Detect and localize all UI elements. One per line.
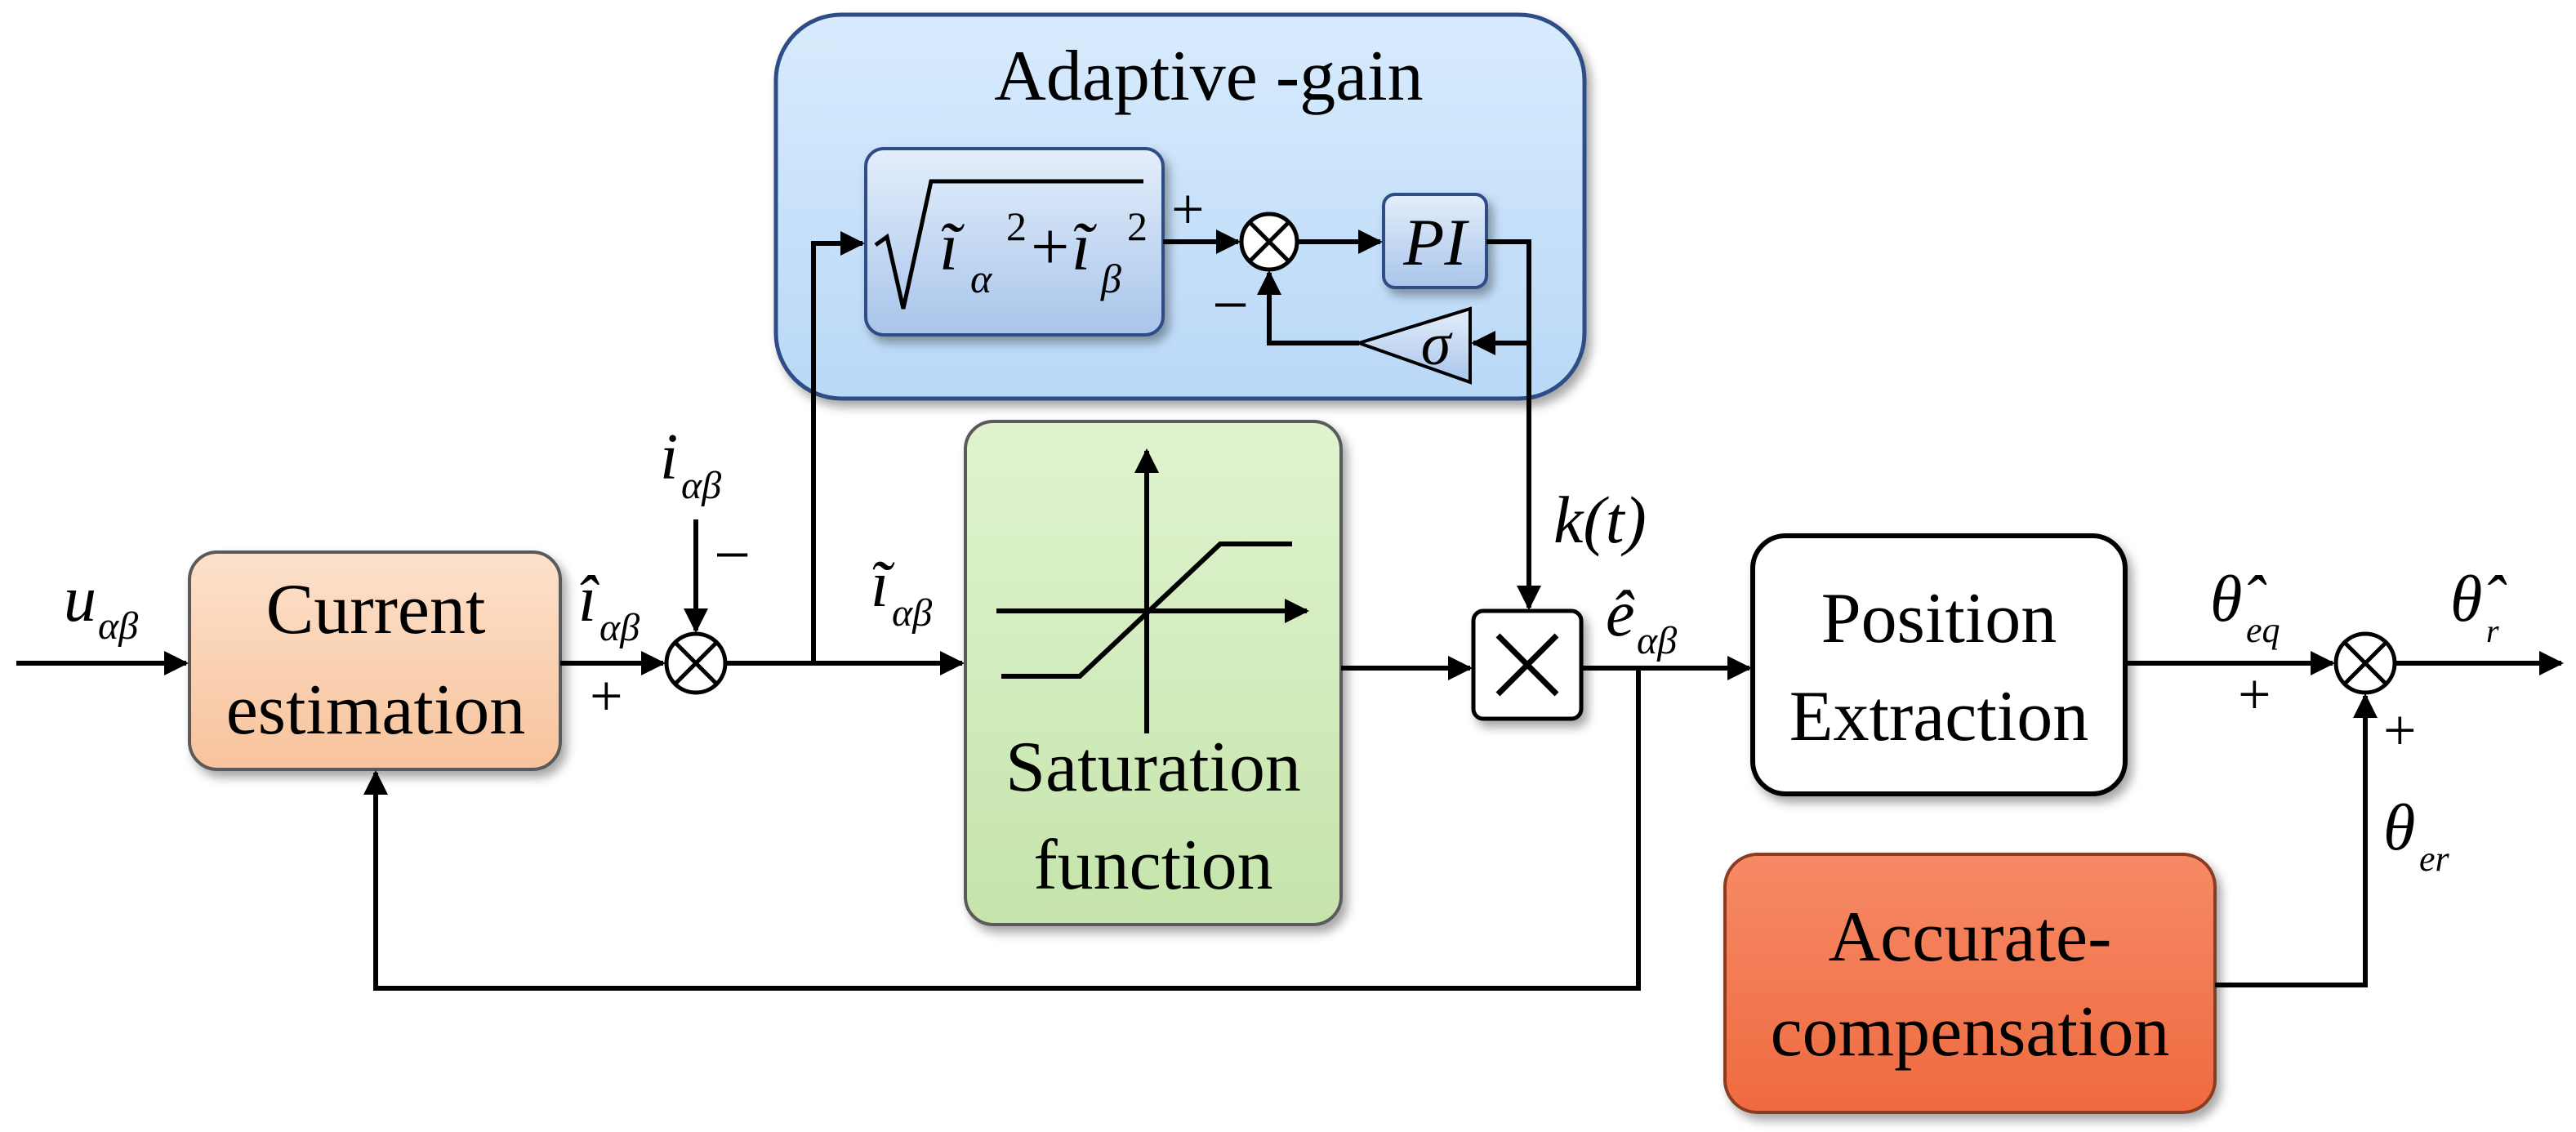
- svg-text:αβ: αβ: [1637, 619, 1677, 662]
- svg-text:α: α: [970, 256, 993, 301]
- saturation-function-line2: function: [1033, 826, 1272, 905]
- label-theta-r: θ̂ r: [2450, 564, 2507, 649]
- svg-text:i: i: [660, 421, 678, 493]
- summing-junction-output: [2333, 631, 2397, 695]
- svg-text:ê: ê: [1606, 578, 1635, 650]
- svg-text:î: î: [578, 564, 599, 635]
- sigma-label: σ: [1421, 311, 1453, 378]
- label-theta-eq: θ̂ eq: [2210, 564, 2280, 650]
- sign-output-left: +: [2238, 662, 2271, 727]
- saturation-curve: [996, 448, 1309, 733]
- label-measured-current: i αβ: [660, 421, 721, 507]
- adaptive-gain-title: Adaptive -gain: [994, 37, 1423, 116]
- label-gain: k(t): [1553, 483, 1647, 557]
- svg-text:αβ: αβ: [892, 591, 932, 635]
- saturation-function-block: [964, 420, 1343, 926]
- summing-junction-adaptive: [1239, 212, 1299, 272]
- sign-adaptive-bottom: −: [1212, 270, 1249, 341]
- sign-sum1-top: −: [714, 519, 751, 591]
- position-extraction-line2: Extraction: [1789, 677, 2089, 756]
- label-theta-er: θ er: [2383, 792, 2450, 879]
- svg-text:+: +: [1031, 209, 1069, 285]
- saturation-function-line1: Saturation: [1005, 728, 1301, 807]
- sign-sum1-bottom: +: [590, 663, 623, 729]
- signal-wires: [16, 230, 2564, 991]
- label-input: u αβ: [64, 564, 138, 648]
- current-estimation-line1: Current: [266, 570, 486, 649]
- pi-label: PI: [1402, 205, 1469, 279]
- label-current-error: ĩ αβ: [871, 549, 932, 635]
- svg-text:r: r: [2486, 613, 2499, 649]
- svg-text:θ: θ: [2383, 792, 2415, 864]
- svg-text:αβ: αβ: [599, 606, 640, 649]
- current-estimation-line2: estimation: [226, 671, 526, 750]
- multiply-icon: [1495, 633, 1559, 697]
- summing-junction-current: [664, 631, 728, 695]
- sign-output-bottom: +: [2383, 697, 2417, 763]
- svg-text:er: er: [2419, 839, 2450, 879]
- label-back-emf-estimate: ê αβ: [1606, 578, 1677, 662]
- position-extraction-line1: Position: [1821, 579, 2057, 658]
- sigma-gain-block: [1353, 306, 1472, 385]
- svg-text:αβ: αβ: [98, 604, 138, 648]
- sqrt-symbol: [874, 179, 1143, 310]
- svg-text:2: 2: [1006, 203, 1027, 249]
- svg-text:αβ: αβ: [681, 464, 721, 507]
- svg-text:u: u: [64, 564, 96, 635]
- svg-text:eq: eq: [2246, 610, 2280, 650]
- label-current-estimate: î αβ: [578, 564, 640, 649]
- accurate-compensation-line2: compensation: [1771, 992, 2170, 1072]
- accurate-compensation-block: [1723, 853, 2217, 1114]
- svg-text:2: 2: [1127, 203, 1148, 249]
- svg-text:β: β: [1100, 256, 1121, 301]
- sign-adaptive-top: +: [1171, 176, 1205, 242]
- accurate-compensation-line1: Accurate-: [1829, 898, 2112, 977]
